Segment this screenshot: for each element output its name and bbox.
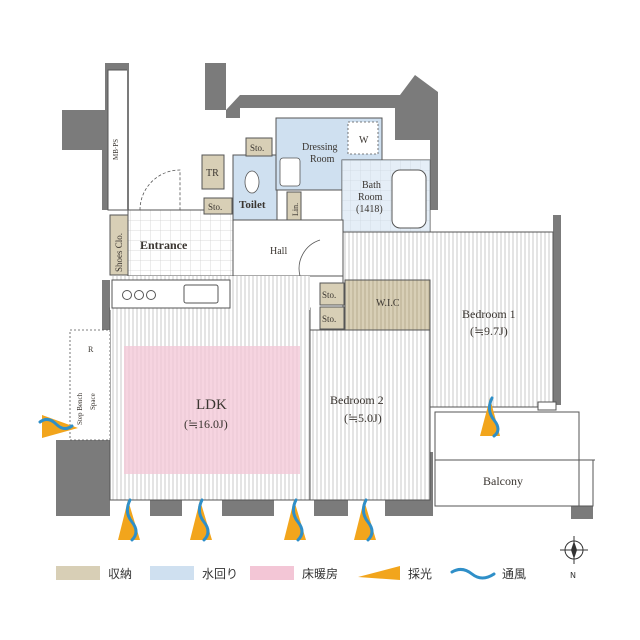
kitchen-sink [183, 284, 219, 304]
r-label: R [88, 345, 94, 354]
legend-light-label: 採光 [408, 567, 432, 581]
wall-bottom-2 [222, 500, 274, 516]
sto-toilet [245, 137, 273, 157]
bath-label-1: Bath [362, 180, 381, 191]
ldk-label: LDK [196, 397, 227, 413]
indicator-light-bottom-2 [190, 498, 212, 542]
space-label: Space [89, 393, 97, 410]
entrance-door [139, 169, 181, 211]
bath-label-2: Room [358, 192, 383, 203]
mbps-inner [128, 63, 205, 210]
washbasin [279, 157, 301, 187]
stove-burner-2 [134, 290, 144, 300]
legend-storage-label: 収納 [108, 567, 132, 581]
wall-mbps-right [205, 63, 226, 110]
toilet-fixture [244, 170, 260, 194]
wall-top-middle [226, 95, 395, 118]
wall-right [553, 215, 561, 405]
legend-light-icon [358, 566, 400, 580]
sto-wic-top [319, 282, 345, 306]
bedroom1-label: Bedroom 1 [462, 307, 516, 321]
balcony-unit [537, 401, 557, 411]
indicator-light-bottom-1 [118, 498, 140, 542]
balcony [434, 411, 580, 507]
hall-floor [232, 219, 344, 277]
indicator-light-bottom-4 [354, 498, 376, 542]
legend-ventilation-icon [450, 567, 496, 580]
hall-door [298, 239, 321, 277]
washer-label: W [359, 135, 369, 146]
bedroom2-label: Bedroom 2 [330, 393, 384, 407]
bedroom2-size: (≒5.0J) [344, 411, 382, 425]
legend-floor-heating-swatch [250, 566, 294, 580]
wall-bottom-3 [314, 500, 348, 516]
sto-entrance-label: Sto. [208, 202, 222, 212]
wall-bottom-1 [150, 500, 182, 516]
sto-wic-bottom [319, 306, 345, 330]
washer-space [347, 121, 379, 155]
hall-label: Hall [270, 246, 287, 257]
stove-burner-3 [146, 290, 156, 300]
shoes-closet [109, 214, 129, 276]
ldk-floor-heating [124, 346, 300, 474]
stove-burner-1 [122, 290, 132, 300]
legend-water-label: 水回り [202, 567, 238, 581]
step-bench-label: Step Bench [76, 392, 84, 425]
bedroom2-floor [309, 329, 431, 501]
indicator-light-left [38, 415, 78, 438]
entrance-label: Entrance [140, 238, 188, 252]
legend-water-swatch [150, 566, 194, 580]
linen-label: Lin. [291, 203, 300, 216]
compass-icon [560, 536, 588, 564]
wic [344, 279, 431, 331]
sto-wic-top-label: Sto. [322, 290, 336, 300]
step-bench [69, 329, 111, 441]
indicator-light-bedroom1 [480, 396, 500, 438]
bedroom1-size: (≒9.7J) [470, 324, 508, 338]
wall-pillar-bl [56, 440, 110, 516]
legend: 収納 水回り 床暖房 採光 通風 [56, 566, 526, 581]
sto-toilet-label: Sto. [250, 143, 264, 153]
legend-ventilation-label: 通風 [502, 567, 526, 581]
balcony-label: Balcony [483, 474, 523, 488]
balcony-extension [578, 459, 594, 507]
bathtub [391, 169, 427, 229]
wall-balcony-right [571, 505, 593, 519]
tr-label: TR [206, 168, 219, 179]
sto-wic-bottom-label: Sto. [322, 314, 336, 324]
shoes-closet-label: Shoes Clo. [114, 233, 124, 272]
legend-storage-swatch [56, 566, 100, 580]
indicator-light-bottom-3 [284, 498, 306, 542]
tr-closet [201, 154, 225, 190]
compass-n-label: N [570, 571, 576, 580]
ldk-size: (≒16.0J) [184, 417, 228, 431]
dressing-label-1: Dressing [302, 142, 338, 153]
entrance-floor [127, 209, 234, 277]
dressing-label-2: Room [310, 154, 335, 165]
toilet-label: Toilet [239, 199, 266, 211]
wall-top-right [395, 75, 438, 210]
mbps-label: MB·PS [112, 139, 120, 160]
sto-entrance [203, 197, 233, 215]
wic-label: W.I.C [376, 298, 400, 309]
bath-label-3: (1418) [356, 204, 383, 215]
legend-floor-heating-label: 床暖房 [302, 566, 338, 581]
